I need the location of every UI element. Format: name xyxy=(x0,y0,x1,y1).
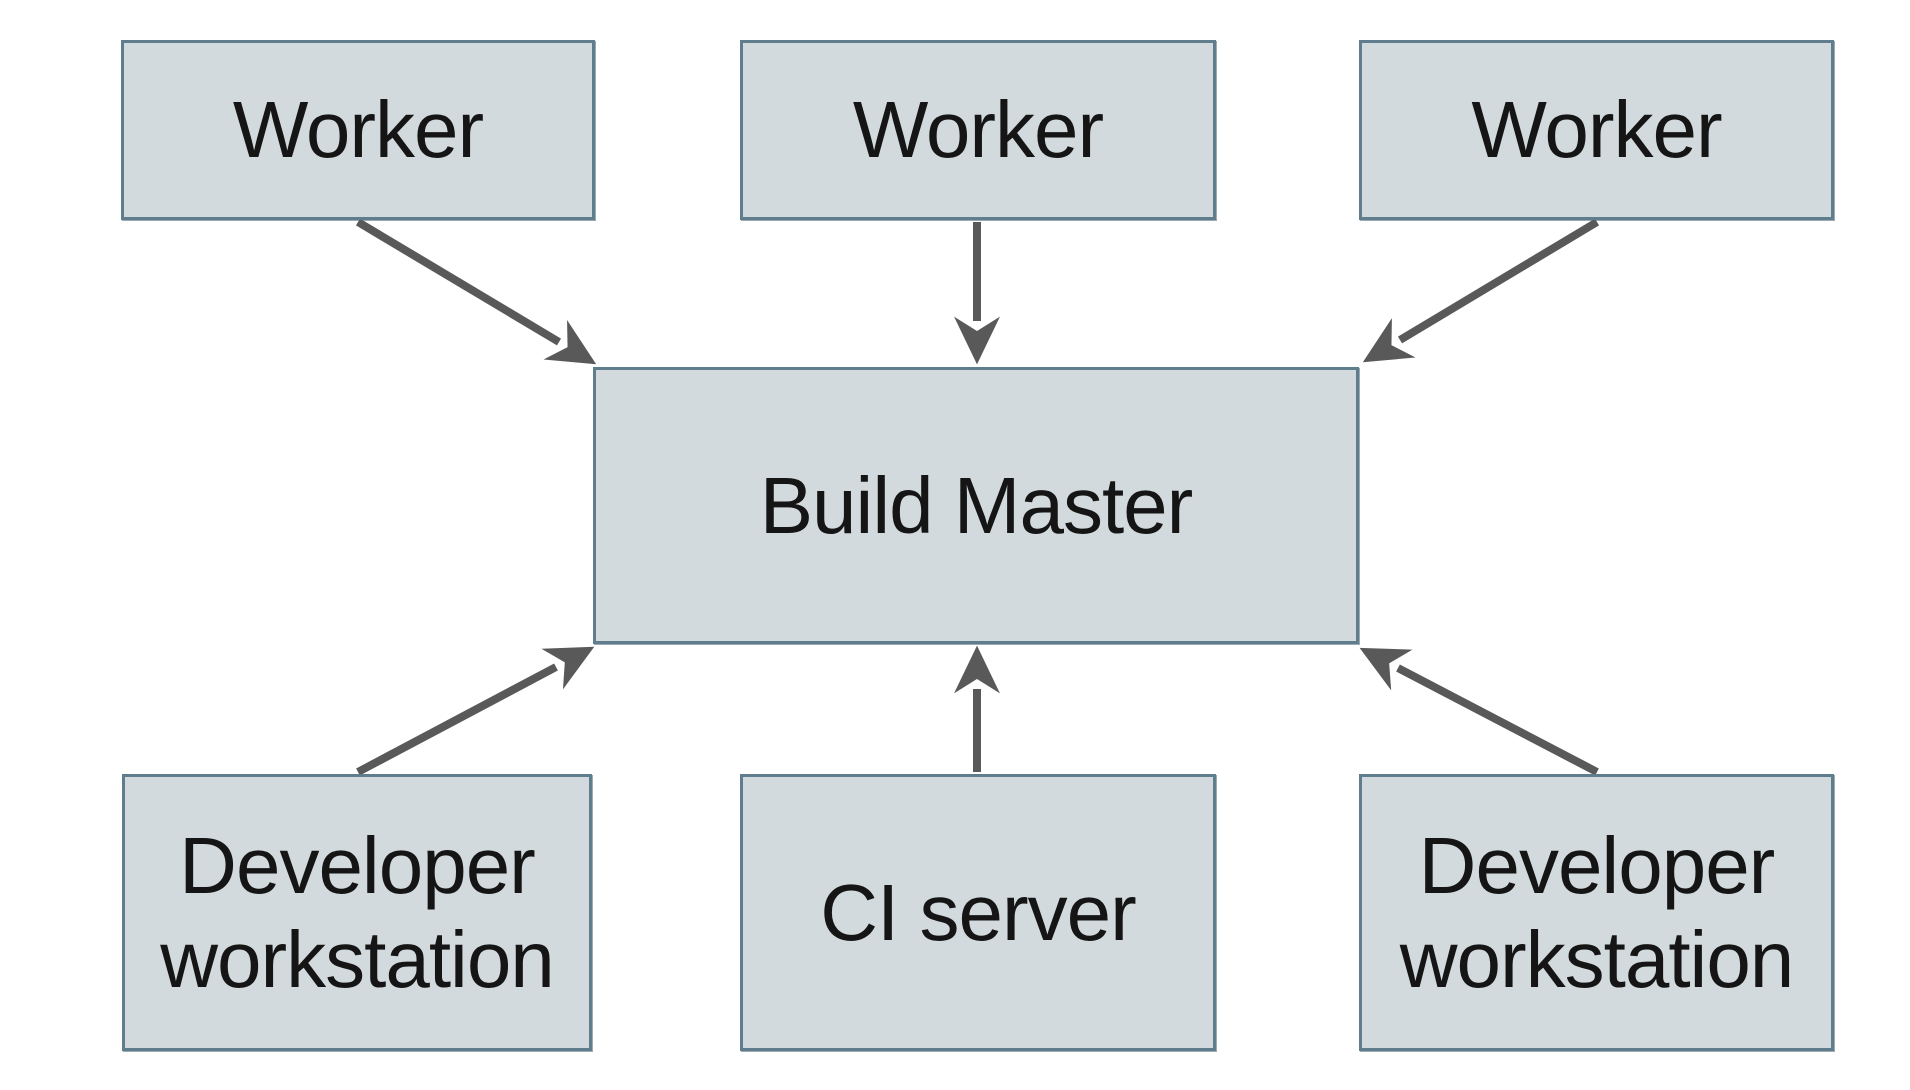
node-worker-3-label: Worker xyxy=(1471,85,1722,175)
node-worker-2-label: Worker xyxy=(852,85,1104,175)
node-developer-workstation-1-label: Developer workstation xyxy=(160,820,555,1004)
edge-worker-3-to-build-master xyxy=(1362,218,1600,363)
node-developer-workstation-1: Developer workstation xyxy=(122,774,592,1051)
node-developer-workstation-2-label: Developer workstation xyxy=(1399,820,1795,1004)
edge-dev-workstation-1-to-build-master xyxy=(356,646,595,776)
node-developer-workstation-2: Developer workstation xyxy=(1359,774,1834,1051)
node-ci-server-label: CI server xyxy=(820,867,1136,957)
node-worker-3: Worker xyxy=(1359,40,1834,220)
edge-worker-1-to-build-master xyxy=(355,218,597,365)
node-build-master-label: Build Master xyxy=(759,460,1194,550)
edge-dev-workstation-2-to-build-master xyxy=(1359,647,1599,776)
node-ci-server: CI server xyxy=(740,774,1216,1051)
node-worker-1-label: Worker xyxy=(232,85,484,175)
node-build-master: Build Master xyxy=(593,367,1359,644)
node-worker-2: Worker xyxy=(740,40,1216,220)
node-worker-1: Worker xyxy=(121,40,595,220)
